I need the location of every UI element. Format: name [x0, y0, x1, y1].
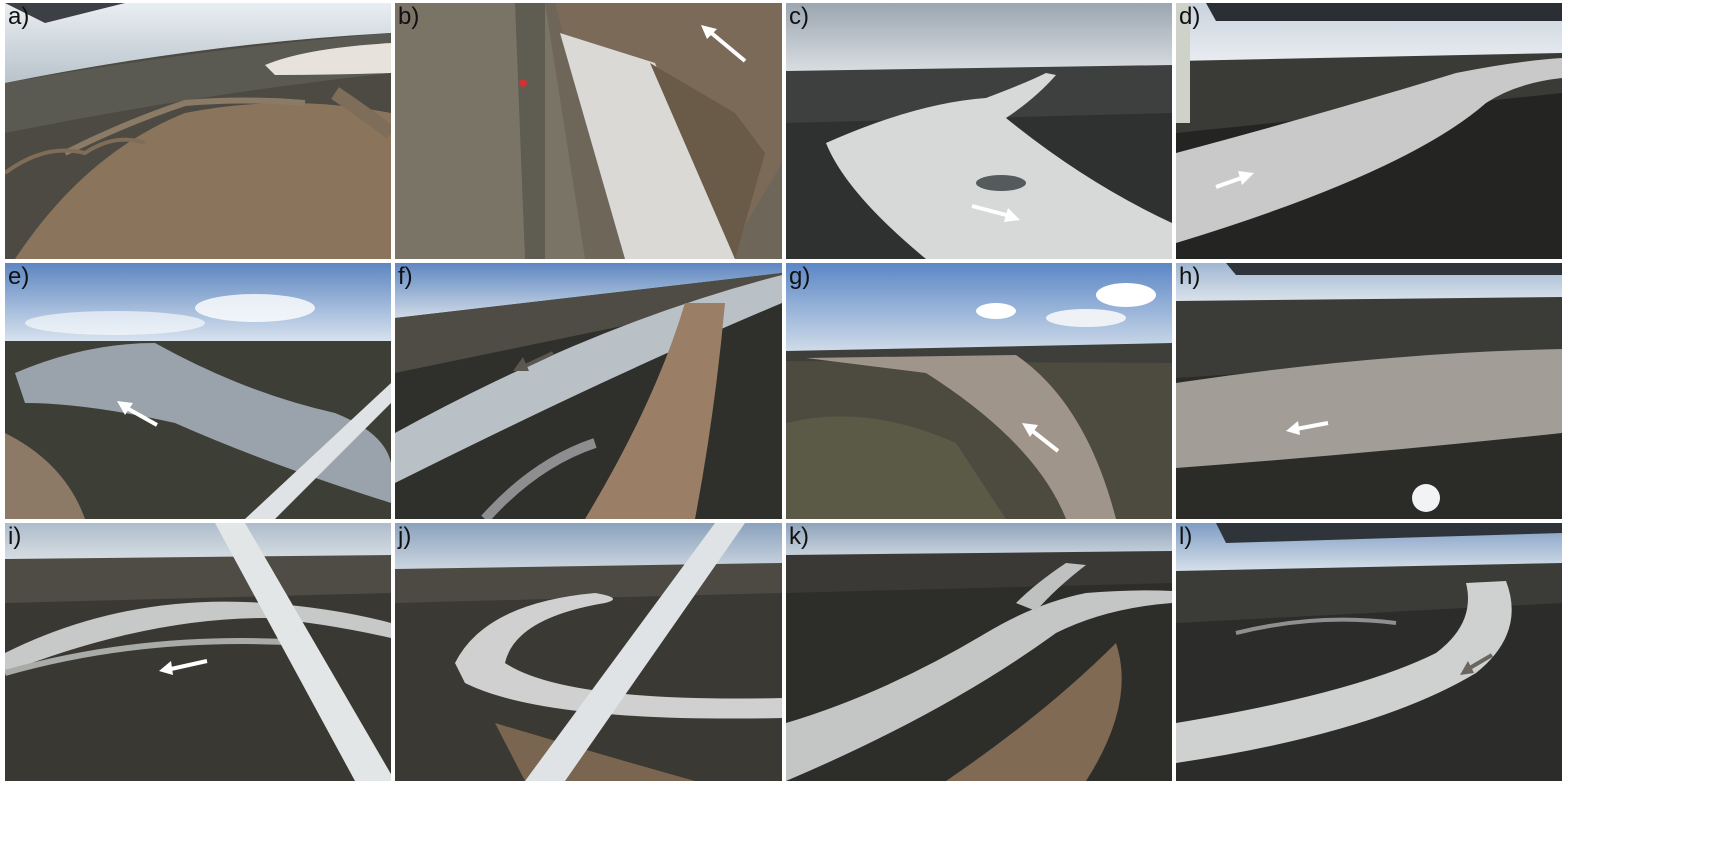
panel-i: i)	[5, 523, 391, 781]
panel-g-label: g)	[789, 263, 811, 290]
panel-a-label: a)	[8, 3, 30, 30]
panel-g-flow-arrow	[1022, 423, 1060, 453]
panel-b: b)	[395, 3, 782, 259]
panel-h-flow-arrow	[1286, 421, 1329, 435]
panel-g: g)	[786, 263, 1172, 519]
panel-k-scene	[786, 523, 1172, 781]
panel-c-flow-arrow	[971, 204, 1020, 222]
panel-a-scene	[5, 3, 391, 259]
panel-e-scene	[5, 263, 391, 519]
panel-c-label: c)	[789, 3, 809, 30]
panel-d-flow-arrow	[1215, 171, 1254, 189]
panel-j-label: j)	[398, 523, 412, 550]
panel-l: l)	[1176, 523, 1562, 781]
panel-e-flow-arrow	[117, 401, 158, 427]
panel-k-label: k)	[789, 523, 809, 550]
panel-j: j)	[395, 523, 782, 781]
panel-l-scene	[1176, 523, 1562, 781]
panel-b-flow-arrow	[701, 25, 747, 63]
panel-i-flow-arrow	[159, 659, 208, 675]
panel-f-scene	[395, 263, 782, 519]
panel-c-scene	[786, 3, 1172, 259]
panel-h: h)	[1176, 263, 1562, 519]
panel-g-scene	[786, 263, 1172, 519]
panel-d: d)	[1176, 3, 1562, 259]
panel-d-label: d)	[1179, 3, 1201, 30]
panel-e-label: e)	[8, 263, 30, 290]
panel-j-scene	[395, 523, 782, 781]
panel-f-flow-arrow	[513, 351, 554, 371]
panel-l-flow-arrow	[1460, 653, 1494, 675]
panel-f-label: f)	[398, 263, 413, 290]
panel-i-scene	[5, 523, 391, 781]
panel-l-label: l)	[1179, 523, 1193, 550]
panel-d-scene	[1176, 3, 1562, 259]
panel-a: a)	[5, 3, 391, 259]
panel-e: e)	[5, 263, 391, 519]
panel-c: c)	[786, 3, 1172, 259]
panel-i-label: i)	[8, 523, 22, 550]
panel-h-scene	[1176, 263, 1562, 519]
panel-f: f)	[395, 263, 782, 519]
panel-k: k)	[786, 523, 1172, 781]
panel-h-label: h)	[1179, 263, 1201, 290]
panel-b-label: b)	[398, 3, 420, 30]
panel-b-scene	[395, 3, 782, 259]
